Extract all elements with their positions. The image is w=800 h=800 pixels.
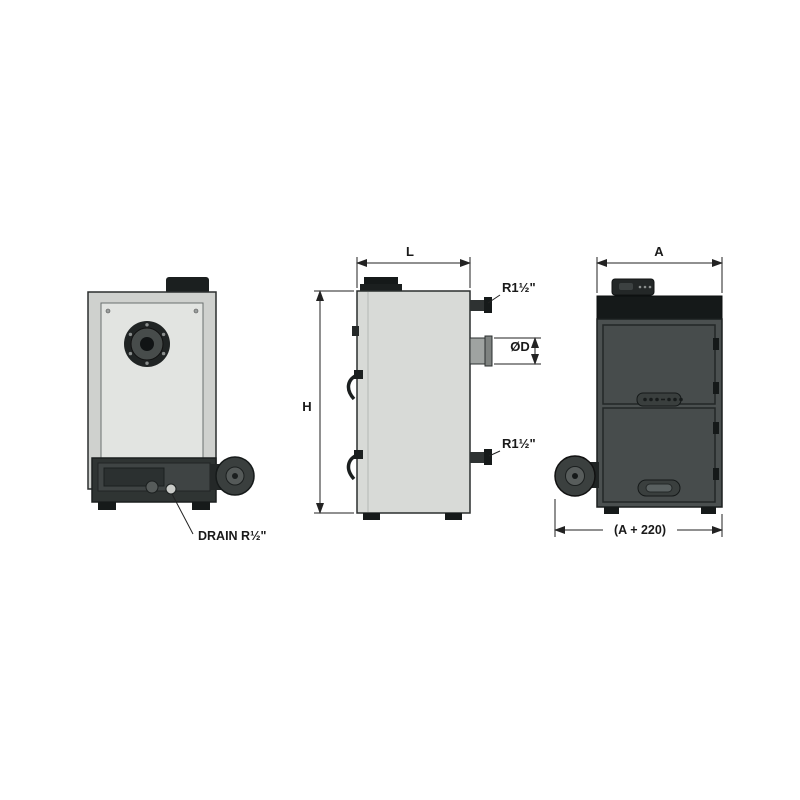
foot <box>604 507 619 514</box>
lower-door <box>602 407 719 503</box>
foot <box>701 507 716 514</box>
door-handle-lower <box>346 450 363 481</box>
flue-outlet <box>469 335 493 367</box>
leader-line <box>487 294 501 304</box>
pipe-top-label: R1½" <box>502 280 536 295</box>
door-handle <box>637 479 681 497</box>
flue-diameter-label: ØD <box>510 339 530 354</box>
door-handle-upper <box>346 370 363 401</box>
upper-door <box>602 324 719 407</box>
screw-icon <box>105 308 111 314</box>
pipe-bottom-label: R1½" <box>502 436 536 451</box>
back-view: DRAIN R½" <box>87 277 267 543</box>
dim-label-A220: (A + 220) <box>614 523 666 537</box>
dim-label-L: L <box>406 244 414 259</box>
front-top-band <box>596 295 723 320</box>
screw-icon <box>193 308 199 314</box>
hinge <box>352 326 359 336</box>
label-mask <box>603 522 677 537</box>
flue-flange <box>124 321 170 367</box>
side-top-cap <box>364 277 398 286</box>
pipe-stub-top <box>470 297 492 313</box>
dim-label-A: A <box>654 244 664 259</box>
foot <box>445 513 462 520</box>
fan-front <box>554 455 599 497</box>
hinge <box>713 468 719 480</box>
foot <box>363 513 380 520</box>
pipe-stub-bottom <box>470 449 492 465</box>
side-view: L H <box>302 244 541 520</box>
vent-holes <box>636 392 683 407</box>
side-body <box>356 290 471 514</box>
drain-leader-line <box>171 493 194 535</box>
hinge <box>713 338 719 350</box>
hinge <box>713 422 719 434</box>
drain-fitting <box>165 483 177 495</box>
back-top-cap <box>166 277 209 294</box>
drain-label: DRAIN R½" <box>198 529 267 543</box>
control-panel <box>611 278 655 296</box>
back-bottom-assembly <box>91 457 217 510</box>
front-view: A <box>554 244 723 537</box>
foot <box>98 502 116 510</box>
hinge <box>713 382 719 394</box>
side-top-cap <box>360 284 402 293</box>
leader-line <box>488 450 501 457</box>
dim-label-H: H <box>302 399 311 414</box>
fan-back <box>210 456 255 496</box>
foot <box>192 502 210 510</box>
